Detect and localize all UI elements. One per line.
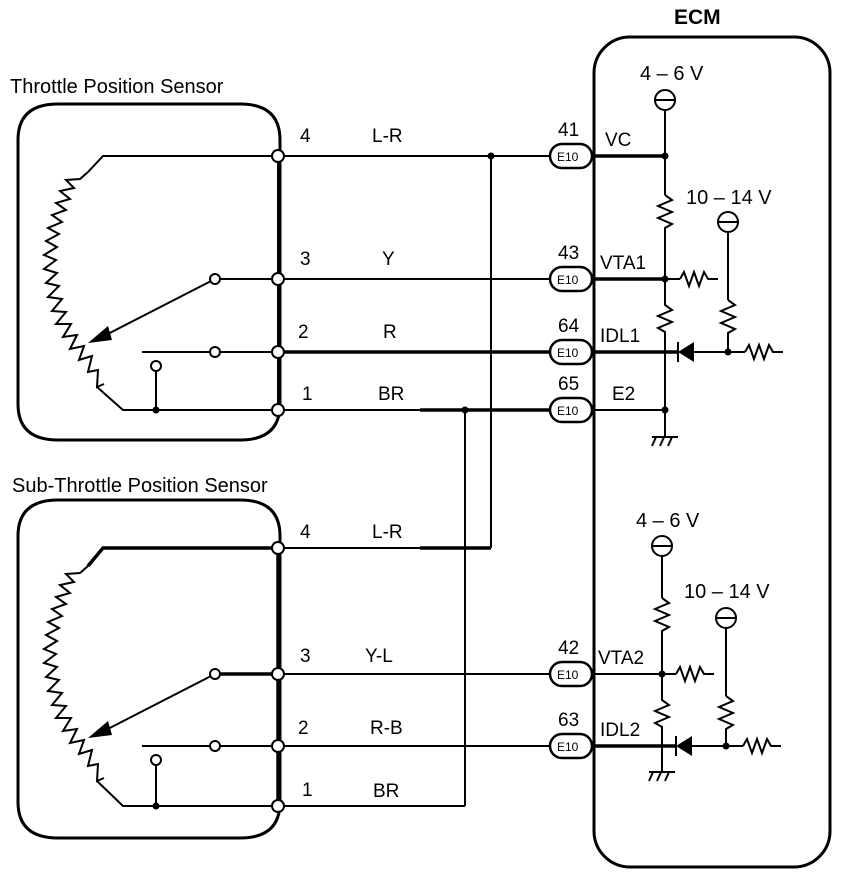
connector-pin-65: E10 65 (548, 374, 594, 424)
svg-text:E10: E10 (557, 273, 579, 287)
resistor-idl2-pullup (716, 695, 736, 746)
sensor1-lead-bottom (96, 386, 278, 411)
sensor1-terminal-3 (271, 272, 285, 286)
signal-vta2: VTA2 (598, 648, 644, 669)
sensor1-wire-4: L-R (372, 126, 403, 147)
resistor-vta1-out (679, 269, 718, 289)
sensor2-lead-bottom (96, 780, 278, 807)
sensor1-pin-1: 1 (302, 384, 313, 405)
sensor1-resistor (41, 171, 105, 389)
sensor2-terminal-1 (271, 799, 285, 813)
sensor2-wire-3: Y-L (365, 646, 393, 667)
sensor1-wire-3: Y (382, 249, 395, 270)
voltage-upper-vc: 4 – 6 V (640, 63, 704, 85)
sensor1-terminal-1 (271, 403, 285, 417)
sensor1-pin-2: 2 (298, 322, 309, 343)
svg-text:63: 63 (558, 710, 579, 731)
svg-text:43: 43 (558, 243, 579, 264)
ground-lower (648, 771, 675, 782)
sensor2-terminal-2 (271, 739, 285, 753)
sensor2-wiper-arrow (88, 721, 112, 738)
sensor2-pin-4: 4 (300, 522, 311, 543)
voltage-upper-idl: 10 – 14 V (686, 187, 772, 209)
resistor-vta2-out (675, 664, 714, 684)
sensor1-terminal-2 (271, 345, 285, 359)
svg-text:E10: E10 (557, 740, 579, 754)
sensor2-pin-3: 3 (300, 646, 311, 667)
sensor2-housing (16, 498, 282, 840)
svg-text:E10: E10 (557, 668, 579, 682)
voltage-lower-vc: 4 – 6 V (636, 510, 700, 532)
resistor-vta1-idl1 (655, 279, 675, 410)
signal-idl1: IDL1 (600, 326, 640, 347)
sensor1-wiper (99, 278, 216, 339)
sensor1-wire-2: R (383, 322, 397, 343)
svg-text:64: 64 (558, 316, 580, 337)
ecm-title: ECM (674, 6, 721, 29)
svg-text:E10: E10 (557, 150, 579, 164)
diode-idl1 (678, 342, 694, 362)
sensor2-terminal-4 (271, 541, 285, 555)
sensor2-lead-top (86, 546, 278, 568)
sensor2-pin-1: 1 (302, 780, 313, 801)
resistor-idl1-out (744, 342, 783, 362)
connector-pin-63: E10 63 (548, 710, 594, 760)
sensor2-wire-2: R-B (370, 718, 403, 739)
sensor1-lead-top (87, 155, 278, 173)
sensor1-pin-3: 3 (300, 249, 311, 270)
resistor-idl2-out (742, 736, 781, 756)
sensor1-terminal-4 (271, 149, 285, 163)
svg-text:41: 41 (558, 120, 579, 141)
connector-pin-64: E10 64 (548, 316, 594, 366)
resistor-idl1-pullup (718, 299, 738, 352)
signal-vc: VC (605, 130, 631, 151)
sensor2-wire-1: BR (373, 781, 399, 802)
sensor1-housing (16, 102, 282, 442)
svg-text:65: 65 (558, 374, 579, 395)
connector-pin-42: E10 42 (548, 638, 594, 688)
connector-pin-41: E10 41 (548, 120, 594, 170)
resistor-vc-vta1 (655, 194, 675, 279)
ground-upper (651, 436, 678, 447)
sensor1-wiper-arrow (88, 326, 112, 343)
signal-vta1: VTA1 (600, 253, 646, 274)
sensor2-pin-2: 2 (298, 718, 309, 739)
svg-text:42: 42 (558, 638, 579, 659)
svg-text:E10: E10 (557, 404, 579, 418)
svg-text:E10: E10 (557, 346, 579, 360)
sensor2-terminal-3 (271, 667, 285, 681)
ecm-box (592, 35, 832, 869)
signal-idl2: IDL2 (600, 720, 640, 741)
sensor1-title: Throttle Position Sensor (10, 76, 224, 98)
resistor-vta2-idl2 (652, 674, 672, 772)
signal-e2: E2 (612, 384, 635, 405)
voltage-lower-idl: 10 – 14 V (684, 581, 770, 603)
sensor2-wire-4: L-R (372, 522, 403, 543)
sensor1-wire-1: BR (378, 384, 404, 405)
resistor-lower-vc (652, 597, 672, 674)
sensor2-resistor (41, 565, 105, 783)
sensor2-wiper (99, 673, 216, 734)
connector-pin-43: E10 43 (548, 243, 594, 293)
sensor1-pin-4: 4 (300, 126, 311, 147)
diode-idl2 (676, 736, 692, 756)
sensor2-title: Sub-Throttle Position Sensor (12, 475, 268, 497)
